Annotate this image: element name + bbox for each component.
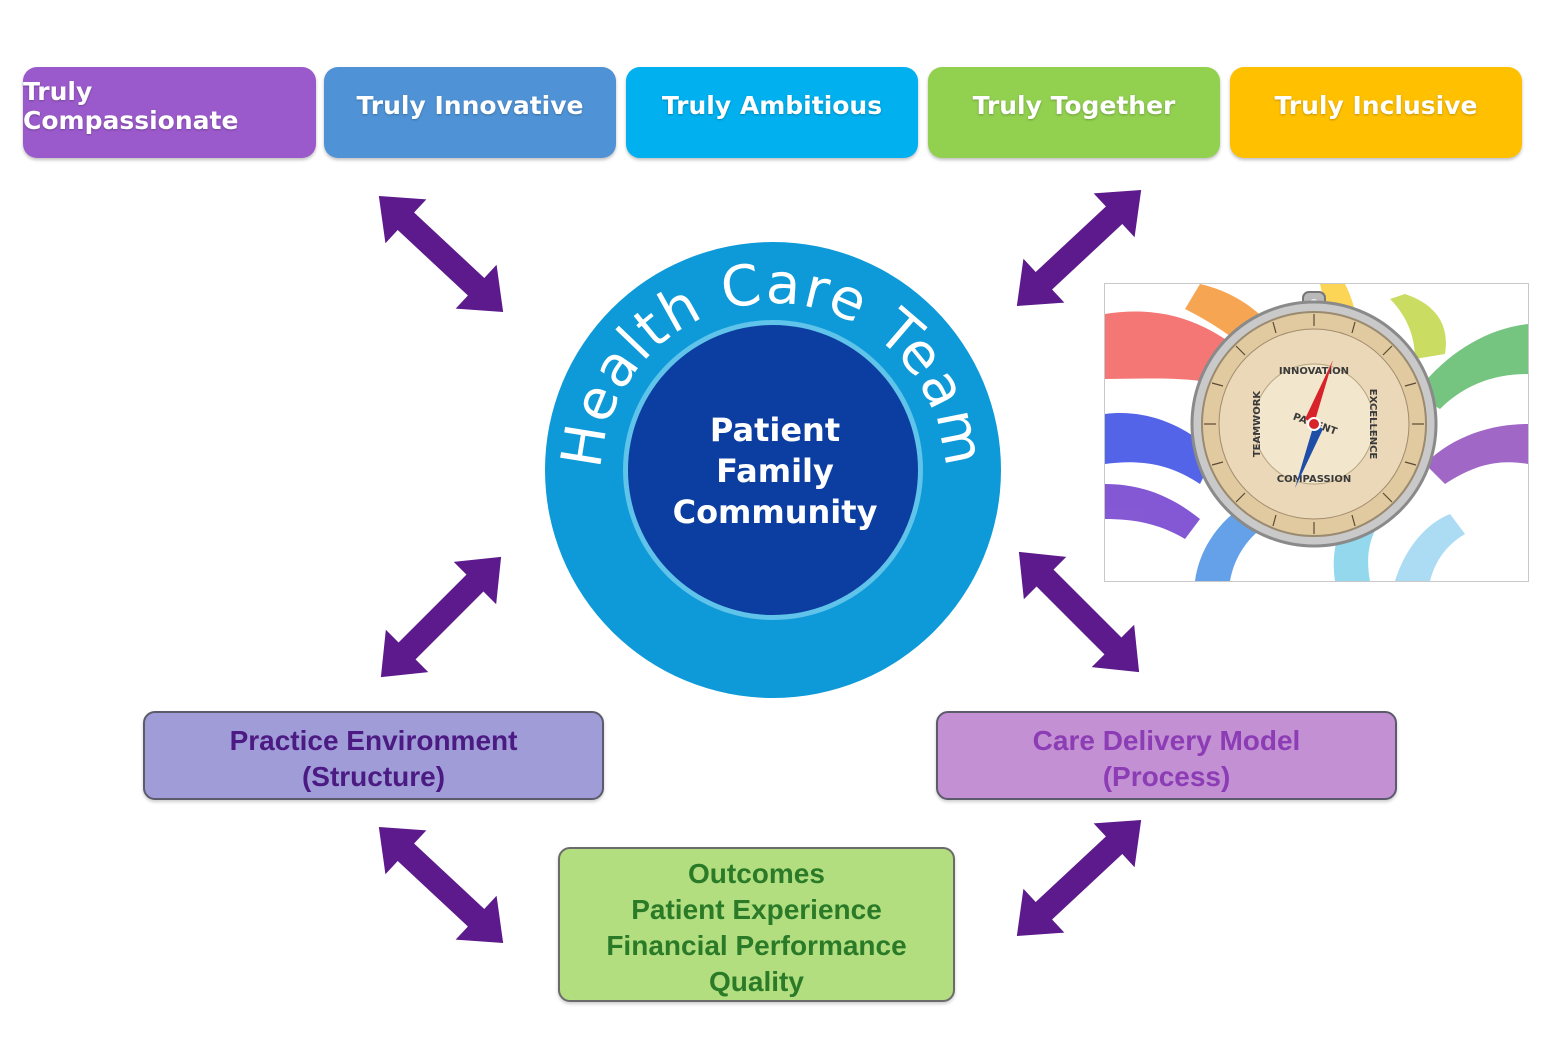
value-truly-ambitious: Truly Ambitious bbox=[626, 67, 918, 158]
practice-line1: Practice Environment bbox=[229, 725, 518, 756]
arrow-mid-left bbox=[359, 535, 523, 699]
outcomes-line-patient-experience: Patient Experience bbox=[631, 894, 882, 925]
outcomes-line-quality: Quality bbox=[709, 966, 804, 997]
compass-hands-image: INNOVATION COMPASSION EXCELLENCE TEAMWOR… bbox=[1104, 283, 1529, 582]
compass-east-label: EXCELLENCE bbox=[1367, 389, 1378, 460]
care-line1: Care Delivery Model bbox=[1032, 725, 1301, 756]
green-hand-icon bbox=[1415, 324, 1528, 409]
value-truly-compassionate: Truly Compassionate bbox=[23, 67, 316, 158]
arrow-top-left bbox=[358, 174, 524, 334]
purple-hand-icon bbox=[1425, 424, 1528, 484]
inner-line-community: Community bbox=[672, 493, 878, 531]
outcomes-line-title: Outcomes bbox=[688, 858, 825, 889]
value-truly-inclusive: Truly Inclusive bbox=[1230, 67, 1522, 158]
arrow-bottom-left bbox=[358, 805, 524, 965]
blue-hand-icon bbox=[1105, 413, 1215, 484]
compass-west-label: TEAMWORK bbox=[1252, 390, 1263, 458]
lime-hand-icon bbox=[1390, 294, 1446, 359]
outcomes-box: Outcomes Patient Experience Financial Pe… bbox=[558, 847, 955, 1002]
arrow-bottom-right bbox=[996, 798, 1162, 958]
inner-line-patient: Patient bbox=[709, 411, 841, 449]
value-truly-together: Truly Together bbox=[928, 67, 1220, 158]
outcomes-line-financial-performance: Financial Performance bbox=[606, 930, 907, 961]
health-care-team-circle: Health Care Team bbox=[543, 240, 1003, 700]
practice-line2: (Structure) bbox=[301, 761, 446, 792]
inner-label: Patient Family Community bbox=[640, 410, 910, 533]
compass-south-label: COMPASSION bbox=[1277, 474, 1352, 485]
practice-environment-box: Practice Environment (Structure) bbox=[143, 711, 604, 800]
inner-line-family: Family bbox=[716, 452, 834, 490]
compass-icon: INNOVATION COMPASSION EXCELLENCE TEAMWOR… bbox=[1190, 291, 1438, 548]
value-truly-innovative: Truly Innovative bbox=[324, 67, 616, 158]
compass-north-label: INNOVATION bbox=[1279, 366, 1349, 377]
care-delivery-model-box: Care Delivery Model (Process) bbox=[936, 711, 1397, 800]
violet-hand-icon bbox=[1105, 484, 1200, 539]
care-line2: (Process) bbox=[1102, 761, 1231, 792]
skyblue-hand-icon bbox=[1395, 514, 1465, 581]
